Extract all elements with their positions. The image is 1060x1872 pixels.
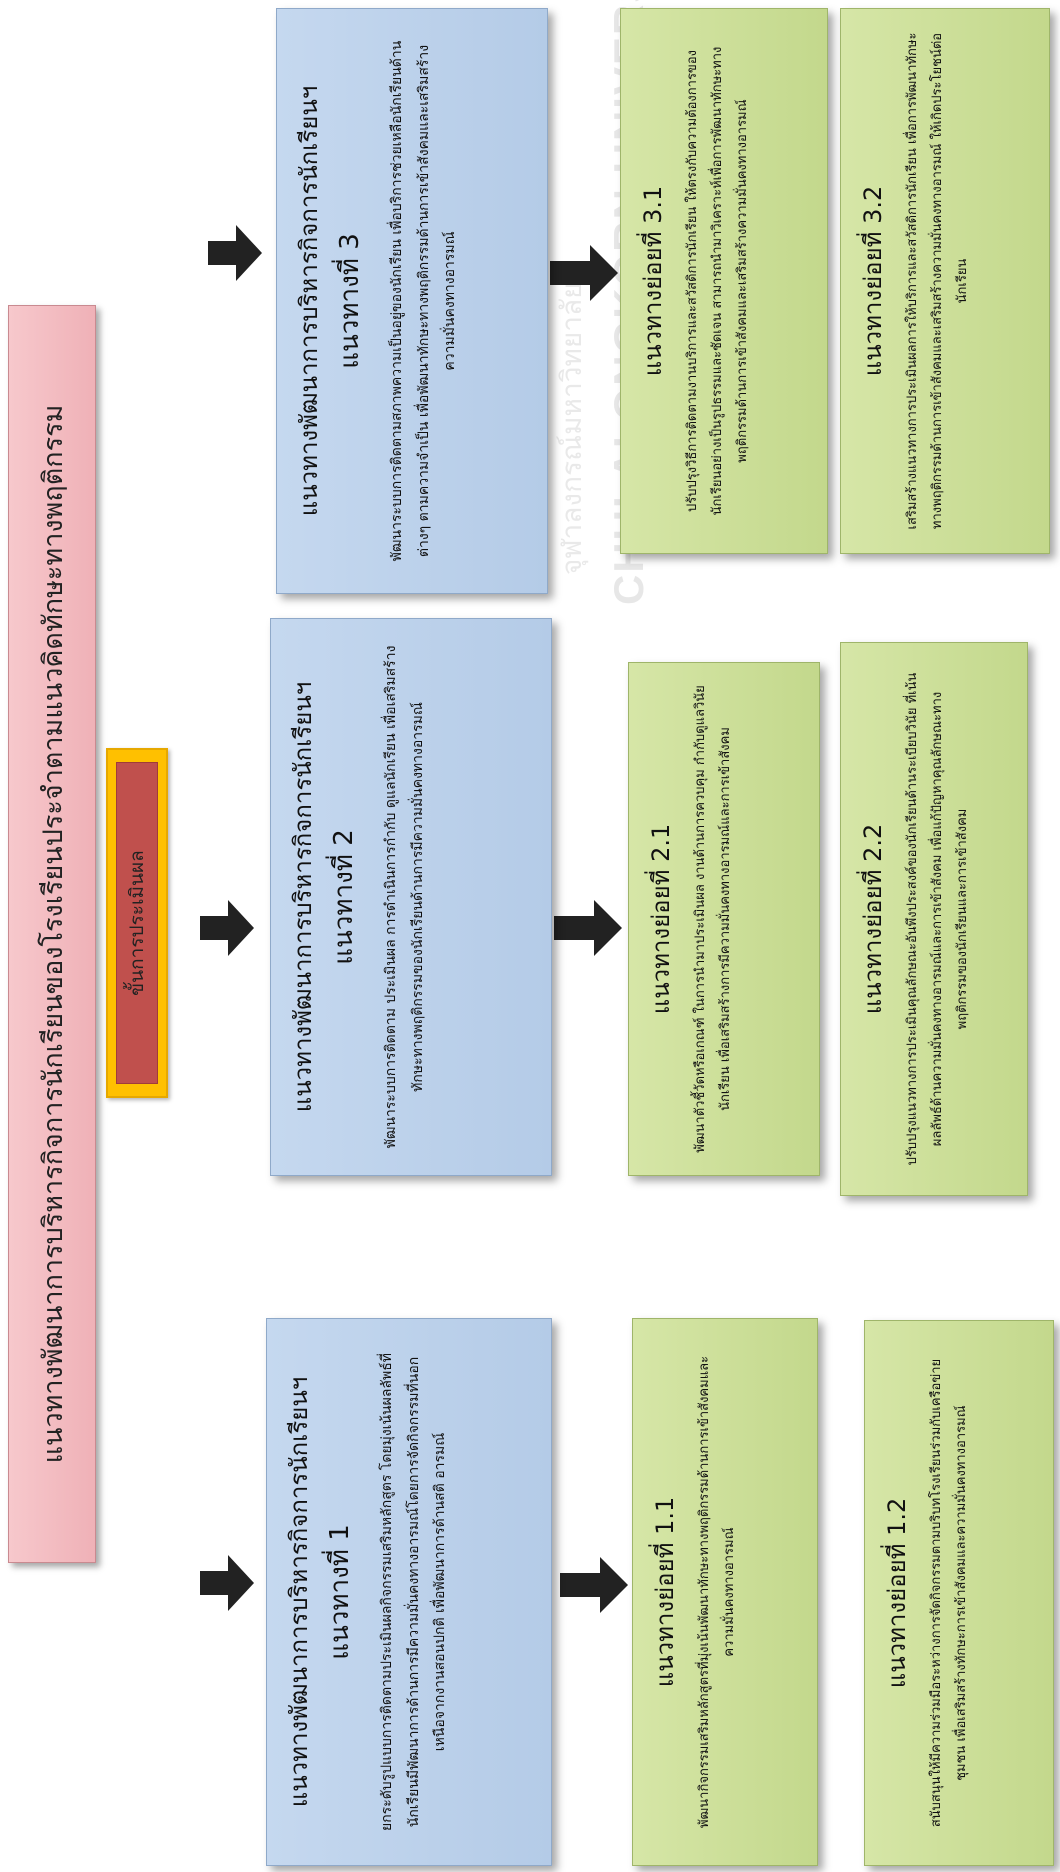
sub-guideline-3-2-description: เสริมสร้างแนวทางการประเมินผลการให้บริการ… xyxy=(905,32,970,530)
sub-guideline-2-1-box: แนวทางย่อยที่ 2.1 พัฒนาตัวชี้วัดหรือเกณฑ… xyxy=(628,662,820,1176)
sub-guideline-1-2-description: สนับสนุนให้มีความร่วมมือระหว่างการจัดกิจ… xyxy=(929,1358,969,1828)
sub-guideline-2-2-box: แนวทางย่อยที่ 2.2 ปรับปรุงแนวทางการประเม… xyxy=(840,642,1028,1196)
main-title-box: แนวทางพัฒนาการบริหารกิจการนักเรียนของโรง… xyxy=(8,305,96,1563)
main-title: แนวทางพัฒนาการบริหารกิจการนักเรียนของโรง… xyxy=(37,404,69,1464)
sub-guideline-2-2-heading: แนวทางย่อยที่ 2.2 xyxy=(859,823,887,1015)
arrow-right-icon xyxy=(554,900,622,956)
sub-guideline-1-1-description: พัฒนากิจกรรมเสริมหลักสูตรที่มุ่งเน้นพัฒน… xyxy=(697,1355,737,1829)
arrow-right-icon xyxy=(200,1555,254,1611)
sub-guideline-1-1-box: แนวทางย่อยที่ 1.1 พัฒนากิจกรรมเสริมหลักส… xyxy=(632,1318,818,1866)
guideline-1-number: แนวทางที่ 1 xyxy=(325,1524,356,1660)
sub-guideline-3-1-heading: แนวทางย่อยที่ 3.1 xyxy=(639,185,667,377)
guideline-3-number: แนวทางที่ 3 xyxy=(335,233,366,369)
sub-guideline-3-2-box: แนวทางย่อยที่ 3.2 เสริมสร้างแนวทางการประ… xyxy=(840,8,1050,554)
guideline-1-heading: แนวทางพัฒนาการบริหารกิจการนักเรียนฯ xyxy=(285,1376,313,1808)
guideline-1-box: แนวทางพัฒนาการบริหารกิจการนักเรียนฯ แนวท… xyxy=(266,1318,552,1866)
sub-guideline-3-1-box: แนวทางย่อยที่ 3.1 ปรับปรุงวิธีการติดตามง… xyxy=(620,8,828,554)
sub-guideline-2-1-heading: แนวทางย่อยที่ 2.1 xyxy=(647,823,675,1015)
arrow-right-icon xyxy=(200,900,254,956)
evaluation-badge-label: ขั้นการประเมินผล xyxy=(126,850,148,996)
evaluation-badge: ขั้นการประเมินผล xyxy=(106,748,168,1098)
sub-guideline-2-1-description: พัฒนาตัวชี้วัดหรือเกณฑ์ ในการนำมาประเมิน… xyxy=(693,685,733,1153)
guideline-2-description: พัฒนาระบบการติดตาม ประเมินผล การดำเนินกา… xyxy=(383,645,426,1149)
sub-guideline-3-1-description: ปรับปรุงวิธีการติดตามงานบริการและสวัสดิก… xyxy=(685,46,750,516)
watermark-thai-text: จุฬาลงกรณ์มหาวิทยาลัย xyxy=(555,282,588,575)
sub-guideline-1-1-heading: แนวทางย่อยที่ 1.1 xyxy=(651,1496,679,1688)
guideline-3-box: แนวทางพัฒนาการบริหารกิจการนักเรียนฯ แนวท… xyxy=(276,8,548,594)
sub-guideline-3-2-heading: แนวทางย่อยที่ 3.2 xyxy=(859,185,887,377)
arrow-right-icon xyxy=(208,225,262,281)
guideline-2-number: แนวทางที่ 2 xyxy=(329,829,360,965)
guideline-3-heading: แนวทางพัฒนาการบริหารกิจการนักเรียนฯ xyxy=(295,85,323,517)
sub-guideline-2-2-description: ปรับปรุงแนวทางการประเมินคุณลักษณะอันพึงป… xyxy=(905,672,970,1166)
sub-guideline-1-2-heading: แนวทางย่อยที่ 1.2 xyxy=(883,1497,911,1689)
arrow-right-icon xyxy=(560,1557,628,1613)
sub-guideline-1-2-box: แนวทางย่อยที่ 1.2 สนับสนุนให้มีความร่วมม… xyxy=(864,1320,1054,1866)
guideline-3-description: พัฒนาระบบการติดตามสภาพความเป็นอยู่ของนัก… xyxy=(389,40,459,562)
guideline-2-heading: แนวทางพัฒนาการบริหารกิจการนักเรียนฯ xyxy=(289,681,317,1113)
arrow-right-icon xyxy=(550,245,618,301)
guideline-1-description: ยกระดับรูปแบบการติดตามประเมินผลกิจกรรมเส… xyxy=(379,1353,449,1831)
guideline-2-box: แนวทางพัฒนาการบริหารกิจการนักเรียนฯ แนวท… xyxy=(270,618,552,1176)
